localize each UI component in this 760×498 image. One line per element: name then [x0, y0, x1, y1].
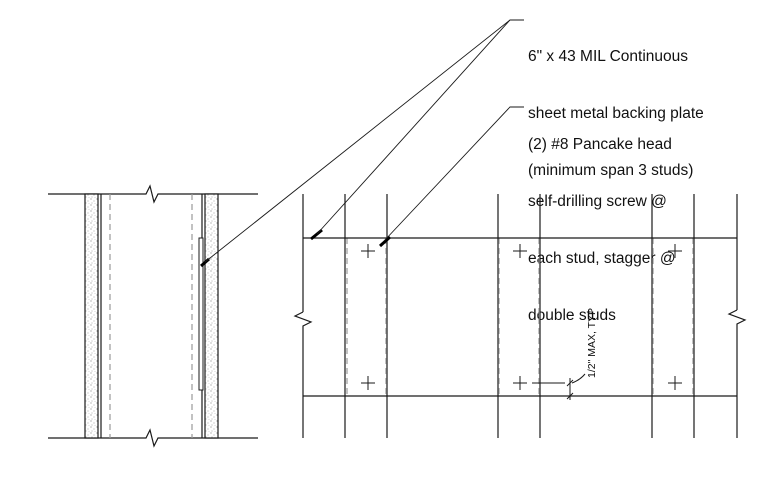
dim-tick-bottom: [566, 392, 574, 400]
screw-cross-3: [668, 244, 682, 258]
stud-dashed-edges: [346, 238, 694, 396]
backing-plate-leader-to-section: [204, 19, 524, 263]
dim-tick-top: [566, 379, 574, 387]
right-break-symbol: [727, 309, 747, 328]
right-gypsum-board: [204, 193, 219, 439]
dim-leader: [571, 373, 586, 384]
dimension-label: 1/2" MAX, TYP: [586, 308, 598, 378]
screw-cross-2: [513, 244, 527, 258]
wall-section: [48, 184, 258, 448]
backing-plate-note-line-3: (minimum span 3 studs): [528, 162, 694, 179]
screw-cross-6: [668, 376, 682, 390]
backing-plate-leader-to-elevation: [316, 19, 511, 235]
screw-leader: [383, 106, 524, 242]
backing-plate-note-line-2: sheet metal backing plate: [528, 105, 704, 122]
backing-plate-section: [198, 237, 204, 391]
screw-elevation-mark-1: [310, 228, 323, 241]
screw-note-line-1: (2) #8 Pancake head: [528, 136, 672, 153]
section-top-break-line: [48, 184, 258, 204]
left-gypsum-board: [84, 193, 99, 439]
screw-crosses: [361, 244, 682, 390]
screw-elevation-mark-2: [378, 235, 392, 248]
backing-plate-note: 6" x 43 MIL Continuous sheet metal backi…: [528, 9, 704, 199]
backing-plate-note-line-1: 6" x 43 MIL Continuous: [528, 48, 689, 65]
screw-cross-4: [361, 376, 375, 390]
screw-cross-5: [513, 376, 527, 390]
screw-note-line-2: self-drilling screw @: [528, 193, 667, 210]
screw-cross-1: [361, 244, 375, 258]
leaders: [204, 19, 524, 263]
left-break-symbol: [293, 311, 313, 330]
wall-elevation: [293, 194, 747, 438]
edge-distance-dimension: [532, 373, 586, 400]
screw-note-line-3: each stud, stagger @: [528, 250, 676, 267]
section-bottom-break-line: [48, 428, 258, 448]
